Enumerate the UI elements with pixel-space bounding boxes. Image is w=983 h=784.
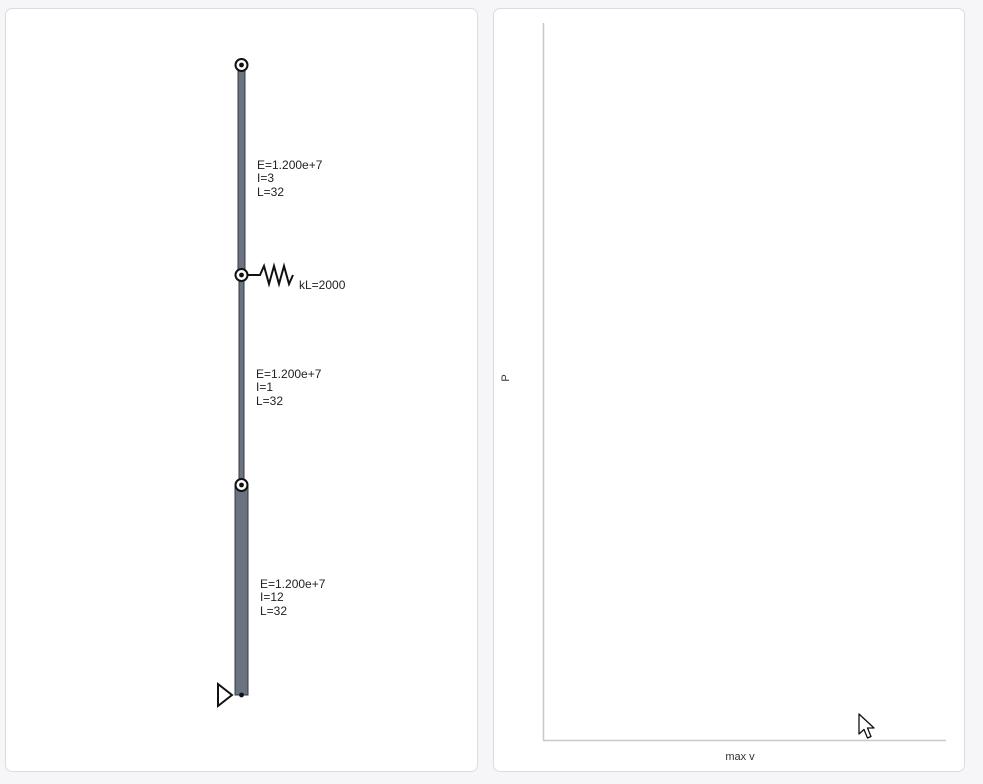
- member-middle-i: I=1: [256, 380, 273, 394]
- joint-base[interactable]: [239, 692, 244, 698]
- member-bottom[interactable]: [234, 484, 249, 696]
- joint-middle-lower[interactable]: [234, 478, 249, 492]
- plot-panel[interactable]: max v P: [493, 8, 965, 772]
- member-top[interactable]: [237, 64, 246, 276]
- member-bottom-l: L=32: [260, 604, 287, 618]
- lateral-spring-icon[interactable]: [247, 262, 294, 288]
- member-top-l: L=32: [257, 185, 284, 199]
- member-top-i: I=3: [257, 171, 274, 185]
- member-middle-label: E=1.200e+7 I=1 L=32: [256, 367, 322, 408]
- joint-middle-upper[interactable]: [234, 268, 249, 282]
- member-top-label: E=1.200e+7 I=3 L=32: [257, 158, 323, 199]
- member-bottom-i: I=12: [260, 590, 284, 604]
- member-top-e: E=1.200e+7: [257, 158, 323, 172]
- member-bottom-e: E=1.200e+7: [260, 577, 326, 591]
- spring-label: kL=2000: [299, 278, 346, 292]
- member-middle-l: L=32: [256, 394, 283, 408]
- x-axis-label: max v: [725, 751, 755, 763]
- structure-diagram[interactable]: E=1.200e+7 I=3 L=32 E=1.200e+7 I=1 L=32 …: [6, 9, 478, 772]
- plot-area[interactable]: max v P: [494, 9, 965, 772]
- member-middle-e: E=1.200e+7: [256, 367, 322, 381]
- pin-support-icon[interactable]: [217, 681, 234, 709]
- mouse-cursor-icon: [858, 713, 875, 739]
- structure-canvas-panel[interactable]: E=1.200e+7 I=3 L=32 E=1.200e+7 I=1 L=32 …: [5, 8, 478, 772]
- member-middle[interactable]: [238, 274, 245, 486]
- joint-top[interactable]: [234, 58, 249, 72]
- member-bottom-label: E=1.200e+7 I=12 L=32: [260, 577, 326, 618]
- y-axis-label: P: [500, 374, 512, 381]
